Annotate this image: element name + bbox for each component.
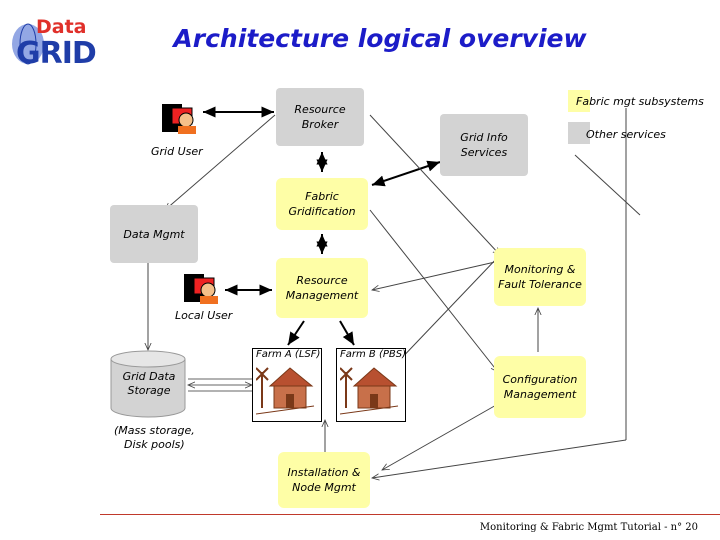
legend-other-label: Other services: [586, 128, 666, 141]
footer-divider: [100, 514, 720, 515]
database-cylinder-icon: [110, 350, 186, 418]
installation-node-mgmt-box: Installation & Node Mgmt: [278, 452, 370, 508]
resource-broker-box: Resource Broker: [276, 88, 364, 146]
grid-user-label: Grid User: [151, 145, 203, 158]
farm-icon: [255, 367, 315, 415]
local-user-icon: [182, 270, 222, 306]
page-title: Architecture logical overview: [173, 24, 587, 53]
logo-text-grid: GRID: [16, 36, 97, 71]
configuration-management-label: Configuration Management: [502, 373, 578, 401]
user-computer-icon: [184, 274, 218, 304]
user-computer-icon: [162, 104, 196, 134]
logo-text-data: Data: [36, 16, 87, 38]
data-mgmt-box: Data Mgmt: [110, 205, 198, 263]
grid-user-icon: [160, 100, 200, 136]
storage-note-line-2: Disk pools): [124, 438, 185, 451]
footer-text: Monitoring & Fabric Mgmt Tutorial - n° 2…: [479, 522, 698, 533]
grid-info-services-label: Grid Info Services: [460, 131, 508, 159]
farm-icon: [339, 367, 399, 415]
farm-b-illustration: [339, 362, 400, 418]
farm-b-label: Farm B (PBS): [340, 349, 406, 360]
grid-data-storage-cylinder: [110, 350, 186, 418]
globe-icon: [12, 23, 44, 65]
monitoring-fault-tolerance-box: Monitoring & Fault Tolerance: [494, 248, 586, 306]
configuration-management-box: Configuration Management: [494, 356, 586, 418]
resource-management-label: Resource Management: [285, 274, 359, 302]
resource-broker-label: Resource Broker: [294, 103, 346, 131]
data-mgmt-label: Data Mgmt: [123, 227, 185, 241]
fabric-gridification-label: Fabric Gridification: [288, 190, 356, 218]
storage-note-line-1: (Mass storage,: [114, 424, 195, 437]
grid-info-services-box: Grid Info Services: [440, 114, 528, 176]
resource-management-box: Resource Management: [276, 258, 368, 318]
farm-a-illustration: [255, 362, 316, 418]
installation-node-mgmt-label: Installation & Node Mgmt: [287, 466, 361, 494]
farm-a-label: Farm A (LSF): [256, 349, 321, 360]
datagrid-logo: Data GRID: [8, 14, 112, 72]
grid-data-storage-label: Grid Data Storage: [122, 370, 176, 397]
fabric-gridification-box: Fabric Gridification: [276, 178, 368, 230]
legend-other-swatch: [568, 122, 590, 144]
legend-fabric-label: Fabric mgt subsystems: [576, 95, 704, 108]
local-user-label: Local User: [175, 309, 233, 322]
monitoring-fault-tolerance-label: Monitoring & Fault Tolerance: [498, 263, 582, 291]
legend-fabric-swatch: [568, 90, 590, 112]
